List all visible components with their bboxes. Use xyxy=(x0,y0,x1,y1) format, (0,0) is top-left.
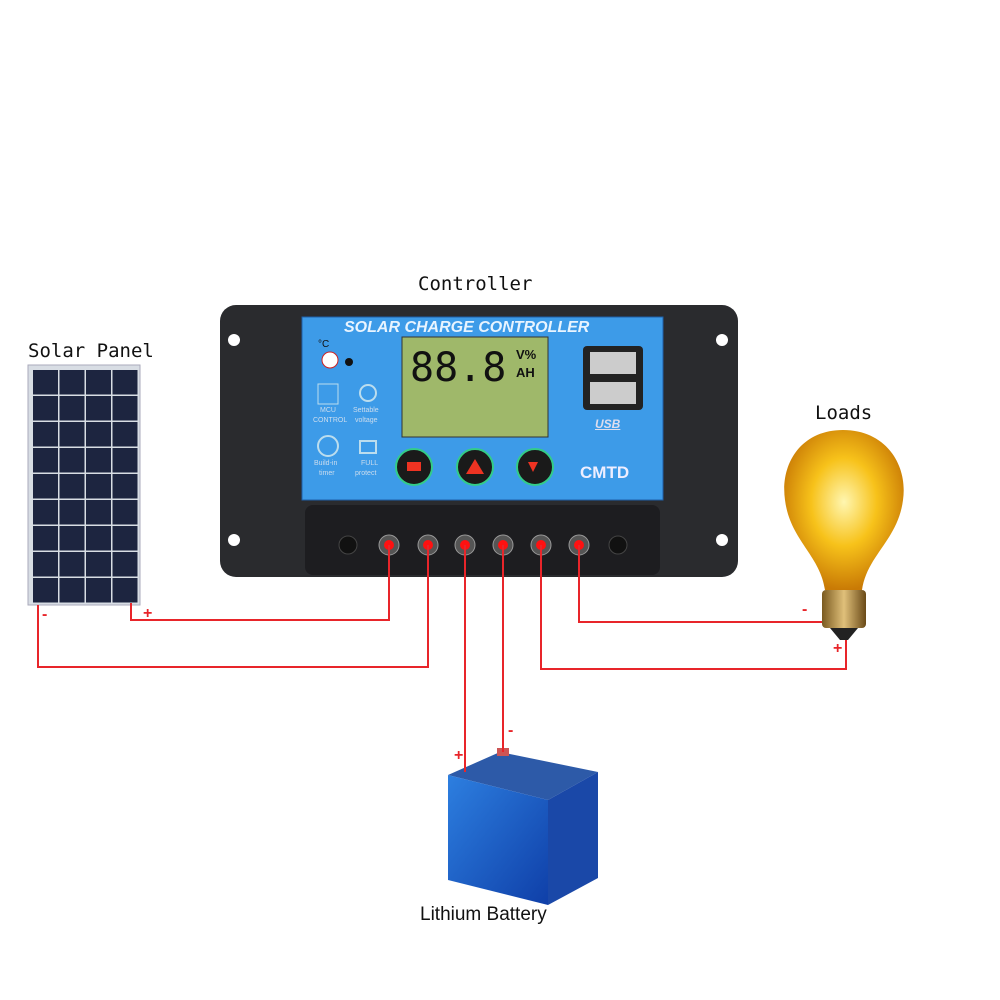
chip-icon xyxy=(317,383,339,405)
light-bulb xyxy=(784,430,904,640)
solar-cell xyxy=(112,526,138,551)
solar-cell xyxy=(59,474,85,499)
wires xyxy=(37,545,847,772)
solar-cell xyxy=(112,448,138,473)
solar-cell xyxy=(33,500,58,525)
feature-text: protect xyxy=(355,470,377,477)
solar-cell xyxy=(59,526,85,551)
feature-text: voltage xyxy=(355,417,378,424)
solar-cell xyxy=(33,552,58,577)
feature-text: timer xyxy=(319,470,335,477)
charge-controller xyxy=(220,305,738,577)
usb-label: USB xyxy=(595,417,621,431)
solar-cell xyxy=(86,396,111,421)
battery-minus-sign: - xyxy=(508,722,514,739)
wire-load-minus xyxy=(578,545,822,623)
lcd-display xyxy=(401,336,549,438)
solar-cell xyxy=(86,370,111,395)
controller-label: Controller xyxy=(418,273,533,295)
solar-plus-sign: + xyxy=(143,605,153,622)
solar-cell xyxy=(59,370,85,395)
lock-icon xyxy=(359,440,377,454)
feature-text: CONTROL xyxy=(313,417,348,424)
battery xyxy=(448,748,598,905)
solar-cell xyxy=(33,370,58,395)
solar-cell xyxy=(112,474,138,499)
solar-cell xyxy=(59,396,85,421)
solar-cell xyxy=(59,552,85,577)
lcd-digits: 88.8 xyxy=(410,345,507,391)
solar-cell xyxy=(112,578,138,603)
feature-text: Build-in xyxy=(314,460,338,467)
solar-panel-label: Solar Panel xyxy=(28,340,154,362)
loads-label: Loads xyxy=(815,402,873,424)
wire-load-plus xyxy=(540,545,847,670)
brand-label: CMTD xyxy=(580,463,630,482)
solar-minus-sign: - xyxy=(42,606,48,623)
controller-title: SOLAR CHARGE CONTROLLER xyxy=(344,319,590,336)
solar-panel xyxy=(27,364,141,606)
solar-cell xyxy=(33,578,58,603)
solar-cell xyxy=(33,396,58,421)
solar-cell xyxy=(33,422,58,447)
temp-unit: °C xyxy=(318,339,330,350)
solar-cell xyxy=(59,422,85,447)
feature-text: MCU xyxy=(320,407,336,414)
solar-cell xyxy=(59,578,85,603)
solar-cell xyxy=(59,500,85,525)
solar-cell xyxy=(86,578,111,603)
battery-label: Lithium Battery xyxy=(420,904,547,925)
solar-cell xyxy=(59,448,85,473)
gear-icon xyxy=(359,384,377,402)
wire-solar-plus xyxy=(130,545,390,621)
wire-solar-minus xyxy=(37,545,429,668)
solar-cell xyxy=(86,448,111,473)
solar-cell xyxy=(33,526,58,551)
load-plus-sign: + xyxy=(833,640,843,657)
lcd-unit-bottom: AH xyxy=(516,365,535,380)
feature-text: FULL xyxy=(361,460,379,467)
solar-cell xyxy=(86,422,111,447)
solar-cell xyxy=(112,500,138,525)
load-minus-sign: - xyxy=(802,601,808,618)
thermometer-icon xyxy=(321,351,339,369)
battery-plus-sign: + xyxy=(454,747,464,764)
solar-cell xyxy=(112,370,138,395)
solar-cell xyxy=(112,422,138,447)
solar-cell xyxy=(112,396,138,421)
solar-cell xyxy=(86,552,111,577)
solar-cell xyxy=(33,474,58,499)
clock-icon xyxy=(317,435,339,457)
solar-cell xyxy=(112,552,138,577)
solar-cell xyxy=(86,526,111,551)
solar-cell xyxy=(33,448,58,473)
lcd-unit-top: V% xyxy=(516,347,537,362)
solar-cell xyxy=(86,500,111,525)
solar-cell xyxy=(86,474,111,499)
feature-text: Settable xyxy=(353,407,379,414)
